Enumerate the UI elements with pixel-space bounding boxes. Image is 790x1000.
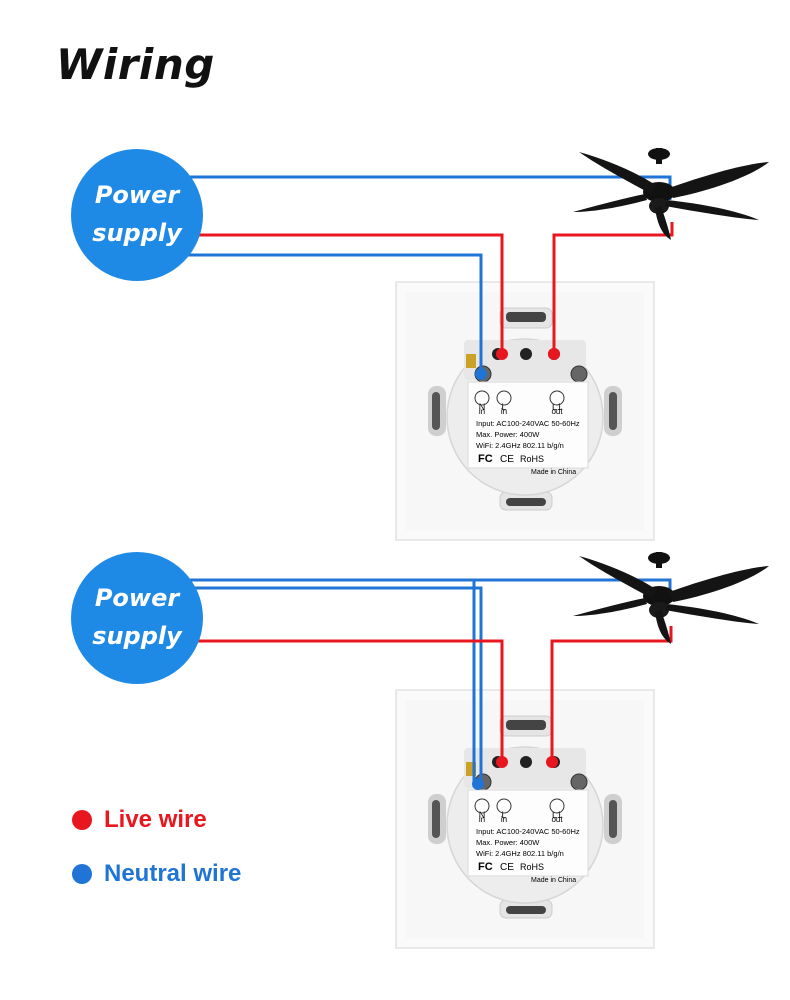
rohs-mark: RoHS — [520, 862, 544, 872]
wall-switch-1 — [395, 281, 655, 541]
legend-neutral: Neutral wire — [72, 860, 241, 888]
live-wire-2-in — [196, 639, 504, 762]
live-wire-1-out — [552, 222, 674, 354]
terminal-l-sub: in — [501, 815, 507, 824]
live-wire-1-in — [190, 233, 504, 354]
terminal-n-label: N — [479, 402, 486, 412]
fc-mark: FC — [478, 861, 493, 873]
live-wire-dot-icon — [72, 810, 92, 830]
terminal-l-label: L — [501, 402, 506, 412]
spec-wifi: WiFi: 2.4GHz 802.11 b/g/n — [476, 441, 564, 450]
legend-live-label: Live wire — [104, 806, 207, 833]
page-title: Wiring — [56, 40, 215, 89]
spec-input: Input: AC100-240VAC 50-60Hz — [476, 827, 580, 836]
power-supply-label-line1: Power — [95, 181, 182, 209]
live-wire-2-out — [550, 626, 673, 762]
terminal-n-sub: in — [479, 815, 485, 824]
ce-mark: CE — [500, 862, 514, 873]
made-in-label: Made in China — [531, 877, 576, 884]
neutral-wire-2-b — [190, 586, 483, 784]
terminal-l-sub: in — [501, 407, 507, 416]
legend-live: Live wire — [72, 806, 207, 834]
terminal-l1-sub: out — [551, 815, 563, 824]
spec-input: Input: AC100-240VAC 50-60Hz — [476, 419, 580, 428]
fc-mark: FC — [478, 453, 493, 465]
terminal-l1-sub: out — [551, 407, 563, 416]
power-supply-label-line1: Power — [95, 584, 182, 612]
neutral-wire-1-fan — [185, 175, 672, 200]
spec-wifi: WiFi: 2.4GHz 802.11 b/g/n — [476, 849, 564, 858]
rohs-mark: RoHS — [520, 454, 544, 464]
power-supply-2: Power supply — [71, 552, 203, 684]
power-supply-label-line2: supply — [92, 622, 183, 650]
spec-power: Max. Power: 400W — [476, 430, 540, 439]
spec-power: Max. Power: 400W — [476, 838, 540, 847]
terminal-n-label: N — [479, 810, 486, 820]
terminal-l1-label: L1 — [552, 402, 562, 412]
legend-neutral-label: Neutral wire — [104, 860, 242, 887]
diagram-2: N L L1 in in out Input: AC100-240VAC 50-… — [71, 552, 769, 949]
power-supply-1: Power supply — [71, 149, 203, 281]
neutral-wire-1-switch — [185, 253, 483, 374]
terminal-l-label: L — [501, 810, 506, 820]
made-in-label: Made in China — [531, 469, 576, 476]
ce-mark: CE — [500, 454, 514, 465]
power-supply-label-line2: supply — [92, 219, 183, 247]
terminal-l1-label: L1 — [552, 810, 562, 820]
neutral-wire-dot-icon — [72, 864, 92, 884]
terminal-n-sub: in — [479, 407, 485, 416]
diagram-1: N L L1 in in out Input: AC100-240VAC 50-… — [71, 148, 769, 541]
wall-switch-2 — [395, 689, 655, 949]
